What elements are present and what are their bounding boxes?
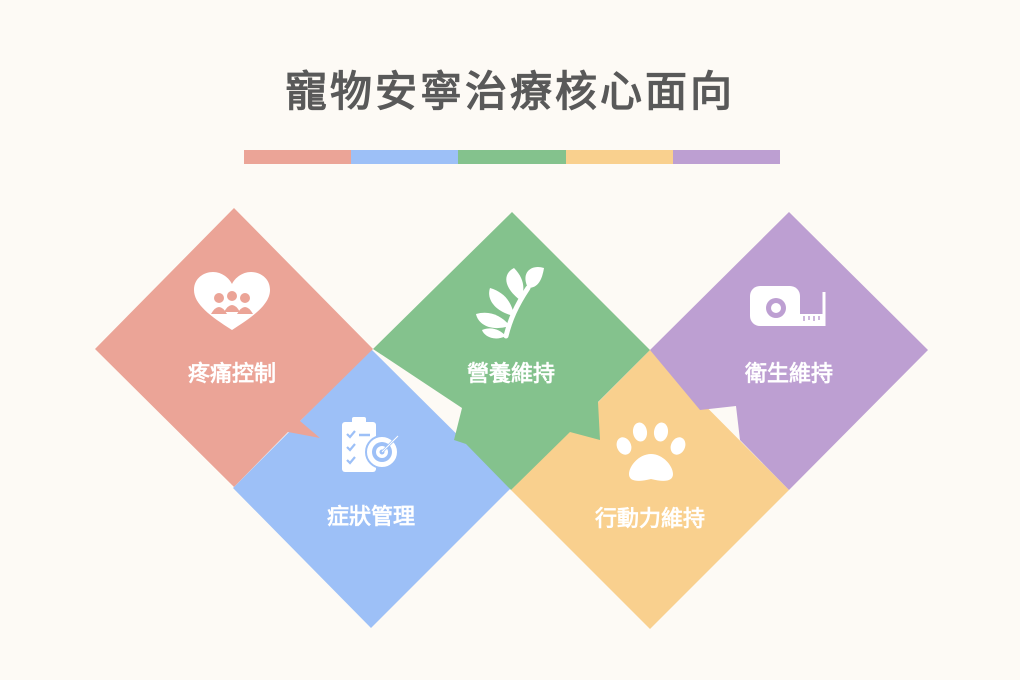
heart-people-icon <box>194 272 270 330</box>
aspect-label: 營養維持 <box>467 361 555 387</box>
measuring-tape-icon <box>750 286 826 326</box>
page-title: 寵物安寧治療核心面向 <box>284 67 735 116</box>
aspect-nutrition-maintenance: 營養維持 <box>373 212 650 490</box>
aspect-pain-control: 疼痛控制 <box>95 208 373 487</box>
diamond-mobility-maintenance <box>511 350 789 629</box>
color-stripe-segment-5 <box>672 150 781 164</box>
aspect-label: 疼痛控制 <box>188 361 276 387</box>
leaf-sprout-icon <box>476 266 544 339</box>
diamond-hygiene-maintenance <box>650 212 928 490</box>
paw-print-icon <box>616 422 686 481</box>
diamond-pain-control <box>95 208 373 487</box>
checklist-target-icon <box>342 417 402 472</box>
aspect-label: 症狀管理 <box>327 504 415 530</box>
color-stripe-segment-4 <box>565 150 673 164</box>
aspect-label: 衛生維持 <box>744 361 833 387</box>
aspect-symptom-management: 症狀管理 <box>233 349 511 628</box>
color-stripe-segment-1 <box>244 150 352 164</box>
aspect-hygiene-maintenance: 衛生維持 <box>650 212 928 490</box>
diamond-nutrition-maintenance <box>373 212 650 490</box>
diamond-symptom-management <box>233 349 511 628</box>
color-stripe-segment-2 <box>351 150 459 164</box>
color-stripe <box>244 150 781 164</box>
aspect-mobility-maintenance: 行動力維持 <box>511 350 789 629</box>
color-stripe-segment-3 <box>458 150 566 164</box>
aspect-label: 行動力維持 <box>594 506 705 532</box>
